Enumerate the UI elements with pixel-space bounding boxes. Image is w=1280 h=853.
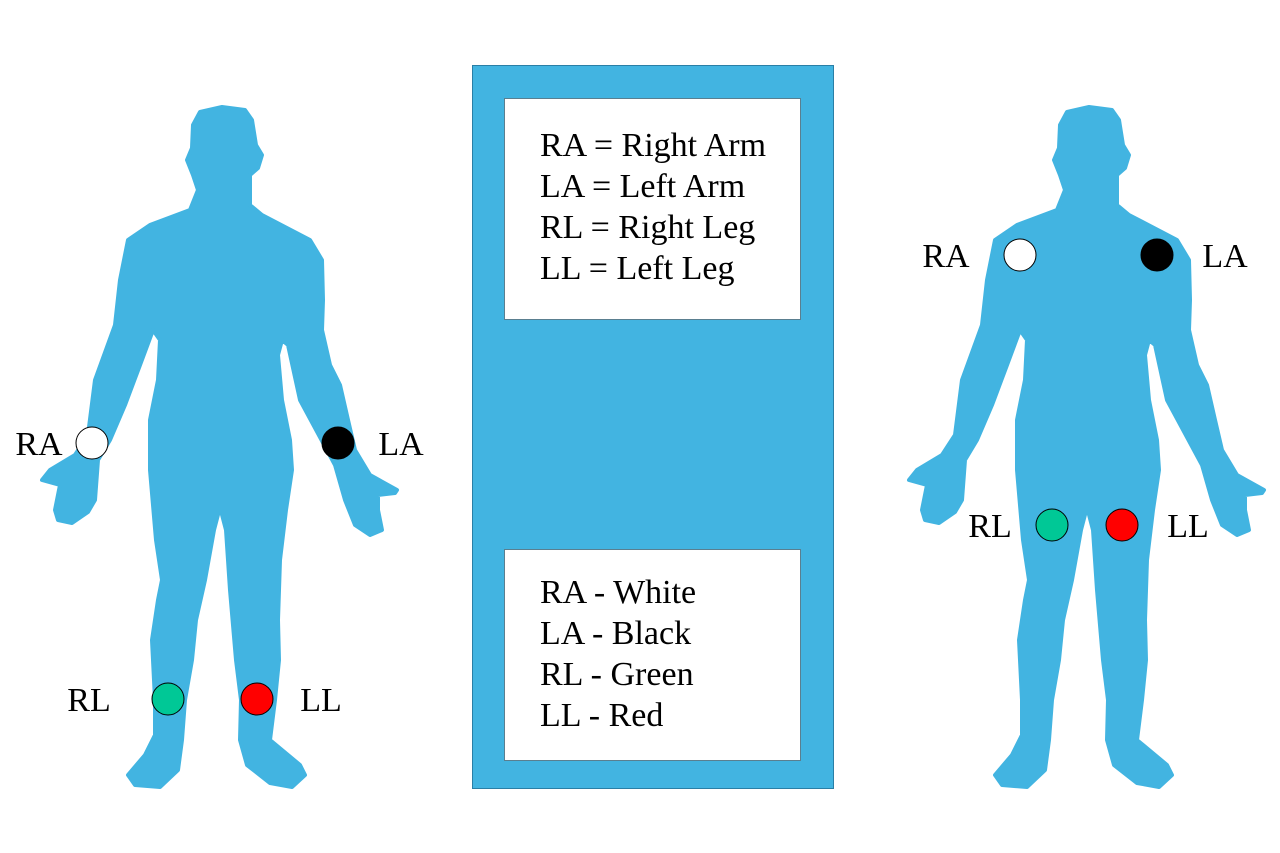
abbreviation-rl: RL = Right Leg [540,209,756,246]
color-ra: RA - White [540,574,697,611]
electrode-ra-right [1003,238,1037,272]
left-body-figure: RA LA RL LL [15,105,424,789]
label-ll-left: LL [300,682,342,719]
electrode-la-left [321,426,355,460]
colors-box: RA - White LA - Black RL - Green LL - Re… [504,549,801,761]
electrode-la-right [1140,238,1174,272]
body-silhouette-right [907,105,1266,789]
color-la: LA - Black [540,615,692,652]
label-rl-left: RL [67,682,110,719]
label-rl-right: RL [968,508,1011,545]
electrode-ll-right [1105,508,1139,542]
abbreviation-ra: RA = Right Arm [540,127,767,164]
label-la-right: LA [1202,238,1248,275]
label-ll-right: LL [1167,508,1209,545]
abbreviation-ll: LL = Left Leg [540,250,735,287]
right-body-figure: RA LA RL LL [907,105,1266,789]
abbreviations-box: RA = Right Arm LA = Left Arm RL = Right … [504,98,801,320]
abbreviation-la: LA = Left Arm [540,168,746,205]
legend-panel: RA = Right Arm LA = Left Arm RL = Right … [472,65,834,789]
label-ra-left: RA [15,426,63,463]
color-rl: RL - Green [540,656,694,693]
electrode-rl-right [1035,508,1069,542]
label-la-left: LA [378,426,424,463]
electrode-ll-left [240,682,274,716]
electrode-ra-left [75,426,109,460]
electrode-rl-left [151,682,185,716]
color-ll: LL - Red [540,697,664,734]
label-ra-right: RA [922,238,970,275]
